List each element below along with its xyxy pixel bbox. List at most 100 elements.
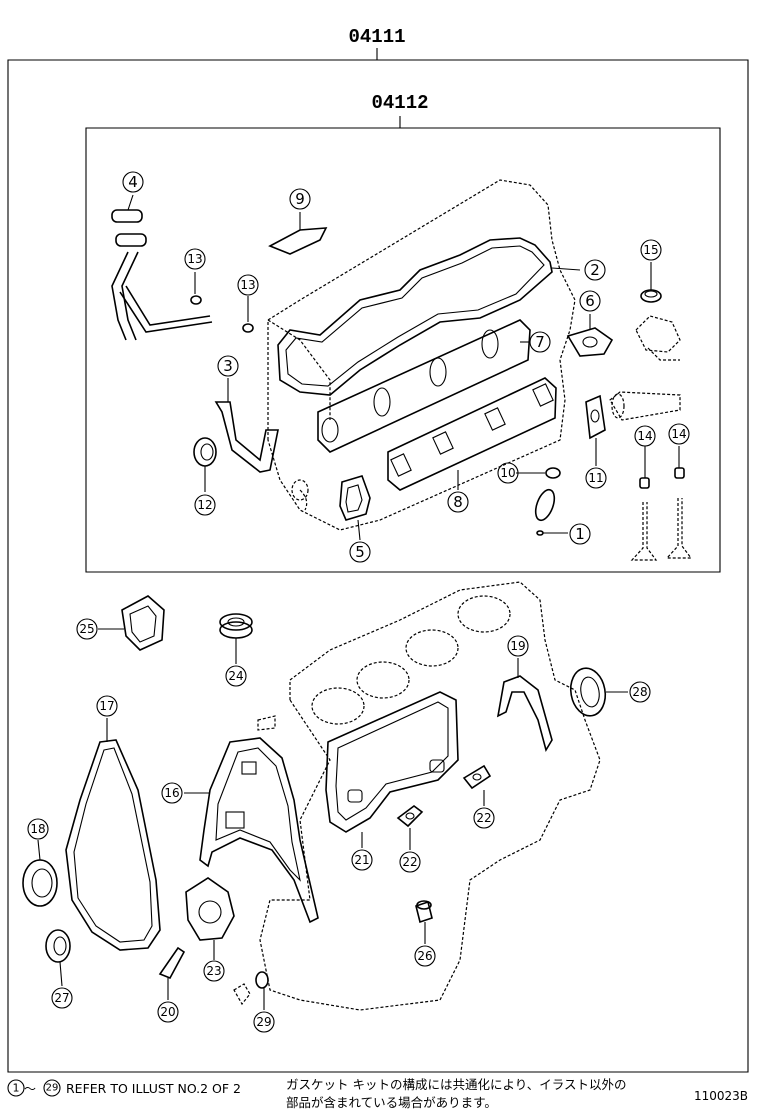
callout-13-b: 13 bbox=[237, 274, 259, 296]
part-29-o-ring bbox=[255, 971, 269, 1010]
svg-text:29: 29 bbox=[256, 1015, 271, 1029]
callout-17: 17 bbox=[96, 695, 118, 717]
part-25-gasket bbox=[98, 595, 165, 651]
callout-27: 27 bbox=[51, 987, 73, 1009]
callout-29: 29 bbox=[253, 1011, 275, 1033]
svg-text:23: 23 bbox=[206, 964, 221, 978]
inner-kit-frame bbox=[85, 116, 721, 573]
callout-10: 10 bbox=[497, 462, 519, 484]
callout-13-a: 13 bbox=[184, 248, 206, 270]
svg-text:14: 14 bbox=[671, 427, 686, 441]
svg-text:26: 26 bbox=[417, 949, 432, 963]
svg-text:16: 16 bbox=[164, 786, 179, 800]
callout-15: 15 bbox=[640, 239, 662, 261]
note-range-separator: ～ bbox=[24, 1082, 36, 1096]
svg-text:10: 10 bbox=[500, 466, 515, 480]
svg-text:14: 14 bbox=[637, 429, 652, 443]
part-20-gasket bbox=[158, 946, 186, 1000]
water-pipe-outline bbox=[609, 391, 681, 421]
callout-22-a: 22 bbox=[399, 851, 421, 873]
callout-25: 25 bbox=[76, 618, 98, 640]
part-27-oil-seal bbox=[45, 929, 71, 987]
part-18-oil-seal bbox=[22, 839, 58, 907]
part-17-gasket bbox=[65, 718, 161, 951]
svg-text:22: 22 bbox=[402, 855, 417, 869]
callout-12: 12 bbox=[194, 494, 216, 516]
svg-text:8: 8 bbox=[453, 493, 463, 511]
svg-text:9: 9 bbox=[295, 190, 305, 208]
callout-14-b: 14 bbox=[668, 423, 690, 445]
svg-text:21: 21 bbox=[354, 853, 369, 867]
outer-kit-frame bbox=[7, 48, 749, 1073]
valve-outlines bbox=[630, 498, 693, 561]
note-japanese-line-1: ガスケット キットの構成には共通化により、イラスト以外の bbox=[286, 1077, 627, 1092]
part-3-gasket bbox=[214, 378, 279, 473]
note-range-start-marker: 1 bbox=[7, 1079, 25, 1097]
part-4-oil-pipe-gasket bbox=[111, 194, 213, 341]
callout-19: 19 bbox=[507, 635, 529, 657]
part-21-gasket bbox=[325, 691, 459, 848]
part-14-valve-seal-a bbox=[639, 446, 650, 489]
part-14-valve-seal-b bbox=[674, 446, 685, 479]
illustration-code: 110023B bbox=[694, 1089, 749, 1103]
cylinder-block-outline bbox=[257, 581, 601, 1011]
callout-24: 24 bbox=[225, 665, 247, 687]
svg-text:24: 24 bbox=[228, 669, 243, 683]
cylinder-head-outline bbox=[267, 179, 576, 531]
svg-text:17: 17 bbox=[99, 699, 114, 713]
part-10-o-ring bbox=[516, 467, 561, 479]
part-9-gasket bbox=[268, 212, 328, 255]
callout-22-b: 22 bbox=[473, 807, 495, 829]
part-2-head-cover-gasket bbox=[277, 237, 581, 396]
callout-7: 7 bbox=[529, 331, 551, 353]
svg-text:5: 5 bbox=[355, 543, 365, 561]
part-13-nut-b bbox=[242, 296, 254, 333]
svg-text:20: 20 bbox=[160, 1005, 175, 1019]
part-23-gasket bbox=[185, 877, 235, 960]
callout-1: 1 bbox=[569, 523, 591, 545]
part-22-gasket-b bbox=[462, 764, 492, 806]
callout-5: 5 bbox=[349, 541, 371, 563]
part-19-gasket bbox=[496, 658, 553, 753]
note-refer-illustration: REFER TO ILLUST NO.2 OF 2 bbox=[66, 1081, 241, 1096]
svg-text:13: 13 bbox=[187, 252, 202, 266]
part-12-oil-seal bbox=[193, 437, 217, 492]
note-range-end-marker: 29 bbox=[43, 1079, 61, 1097]
svg-text:4: 4 bbox=[128, 173, 138, 191]
svg-text:18: 18 bbox=[30, 822, 45, 836]
svg-text:28: 28 bbox=[632, 685, 647, 699]
svg-text:3: 3 bbox=[223, 357, 233, 375]
svg-text:15: 15 bbox=[643, 243, 658, 257]
callout-11: 11 bbox=[585, 467, 607, 489]
part-13-nut-a bbox=[190, 272, 202, 305]
svg-text:6: 6 bbox=[585, 292, 595, 310]
svg-text:29: 29 bbox=[46, 1083, 59, 1094]
callout-9: 9 bbox=[289, 188, 311, 210]
part-15-seal bbox=[640, 262, 662, 303]
callout-14-a: 14 bbox=[634, 425, 656, 447]
svg-text:2: 2 bbox=[590, 261, 600, 279]
part-8-intake-gasket bbox=[387, 377, 557, 491]
thermostat-housing-outline bbox=[635, 315, 681, 361]
callout-3: 3 bbox=[217, 355, 239, 377]
callout-6: 6 bbox=[579, 290, 601, 312]
svg-text:25: 25 bbox=[79, 622, 94, 636]
svg-text:19: 19 bbox=[510, 639, 525, 653]
callout-23: 23 bbox=[203, 960, 225, 982]
part-28-oil-seal bbox=[569, 667, 628, 717]
svg-text:1: 1 bbox=[575, 525, 585, 543]
callout-26: 26 bbox=[414, 945, 436, 967]
svg-text:7: 7 bbox=[535, 333, 545, 351]
part-24-oil-seal bbox=[219, 613, 253, 664]
callout-21: 21 bbox=[351, 849, 373, 871]
svg-text:22: 22 bbox=[476, 811, 491, 825]
part-16-gasket bbox=[184, 737, 319, 924]
callout-2: 2 bbox=[584, 259, 606, 281]
part-5-gasket bbox=[339, 475, 371, 541]
callout-16: 16 bbox=[161, 782, 183, 804]
svg-text:27: 27 bbox=[54, 991, 69, 1005]
part-1-o-ring bbox=[534, 488, 568, 536]
callout-8: 8 bbox=[447, 491, 469, 513]
svg-text:12: 12 bbox=[197, 498, 212, 512]
